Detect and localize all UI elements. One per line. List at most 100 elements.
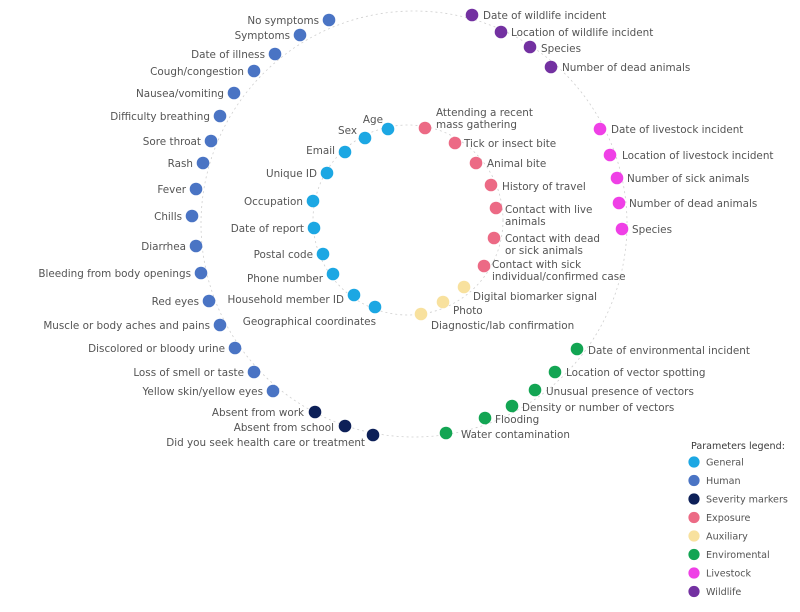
- node-label: Tick or insect bite: [463, 138, 556, 150]
- node-label: Household member ID: [227, 294, 344, 306]
- node-label: Flooding: [495, 414, 539, 426]
- node-label: Location of wildlife incident: [511, 27, 653, 39]
- legend-label-auxiliary: Auxiliary: [706, 532, 748, 543]
- node-label: Absent from work: [212, 407, 304, 419]
- node-livestock: [612, 196, 626, 210]
- node-label: Photo: [453, 305, 483, 317]
- node-exposure: [448, 136, 462, 150]
- node-label: Symptoms: [235, 30, 290, 42]
- node-label: Number of sick animals: [627, 173, 749, 185]
- node-environmental: [548, 365, 562, 379]
- node-exposure: [418, 121, 432, 135]
- legend-label-exposure: Exposure: [706, 513, 751, 524]
- node-exposure: [487, 231, 501, 245]
- legend-label-human: Human: [706, 476, 741, 487]
- node-auxiliary: [436, 295, 450, 309]
- legend-swatch-severity: [688, 493, 700, 505]
- node-severity: [366, 428, 380, 442]
- node-human: [185, 209, 199, 223]
- node-label: Location of vector spotting: [566, 367, 705, 379]
- node-label: Age: [363, 114, 383, 126]
- node-human: [322, 13, 336, 27]
- legend-label-general: General: [706, 458, 744, 469]
- node-severity: [308, 405, 322, 419]
- node-label: Date of illness: [191, 49, 265, 61]
- node-general: [320, 166, 334, 180]
- node-label: Date of wildlife incident: [483, 10, 606, 22]
- node-livestock: [610, 171, 624, 185]
- node-label: Difficulty breathing: [110, 111, 210, 123]
- node-label: Did you seek health care or treatment: [166, 437, 365, 449]
- node-livestock: [615, 222, 629, 236]
- parameters-legend: Parameters legend: GeneralHumanSeverity …: [688, 441, 788, 598]
- node-human: [293, 28, 307, 42]
- node-label: Sex: [338, 125, 357, 137]
- node-label: Loss of smell or taste: [133, 367, 244, 379]
- node-wildlife: [465, 8, 479, 22]
- node-label: Red eyes: [152, 296, 199, 308]
- node-label: Location of livestock incident: [622, 150, 773, 162]
- node-environmental: [505, 399, 519, 413]
- node-human: [213, 109, 227, 123]
- node-label: Animal bite: [487, 158, 546, 170]
- node-label: Density or number of vectors: [522, 402, 674, 414]
- node-label: Date of livestock incident: [611, 124, 743, 136]
- node-label: History of travel: [502, 181, 586, 193]
- node-label: Fever: [157, 184, 186, 196]
- node-human: [266, 384, 280, 398]
- node-general: [307, 221, 321, 235]
- node-human: [189, 182, 203, 196]
- node-label: Yellow skin/yellow eyes: [141, 386, 263, 398]
- node-livestock: [603, 148, 617, 162]
- node-human: [247, 365, 261, 379]
- inner-ring-guide: [312, 124, 504, 316]
- node-label: Chills: [154, 211, 182, 223]
- node-label: Absent from school: [234, 422, 334, 434]
- node-livestock: [593, 122, 607, 136]
- node-exposure: [469, 156, 483, 170]
- node-label: Rash: [168, 158, 193, 170]
- node-label: Date of report: [231, 223, 304, 235]
- node-label: Species: [541, 43, 581, 55]
- node-label: Discolored or bloody urine: [88, 343, 225, 355]
- legend-swatch-human: [688, 474, 700, 487]
- legend-swatch-livestock: [688, 567, 700, 579]
- node-exposure: [484, 178, 498, 192]
- node-general: [326, 267, 340, 281]
- node-label: Unique ID: [266, 168, 317, 180]
- node-label: Species: [632, 224, 672, 236]
- legend-title: Parameters legend:: [691, 441, 785, 452]
- node-label: Digital biomarker signal: [473, 291, 597, 303]
- node-environmental: [478, 411, 492, 425]
- node-environmental: [528, 383, 542, 397]
- legend-label-severity: Severity markers: [706, 495, 788, 506]
- node-label: Diarrhea: [141, 241, 186, 253]
- legend-swatch-environmental: [688, 548, 700, 561]
- node-general: [347, 288, 361, 302]
- node-human: [202, 294, 216, 308]
- node-human: [247, 64, 261, 78]
- legend-swatch-exposure: [688, 511, 700, 524]
- node-auxiliary: [457, 280, 471, 294]
- node-human: [196, 156, 210, 170]
- node-label: No symptoms: [247, 15, 319, 27]
- node-general: [368, 300, 382, 314]
- node-label: Cough/congestion: [150, 66, 244, 78]
- node-severity: [338, 419, 352, 433]
- node-exposure: [489, 201, 503, 215]
- node-general: [338, 145, 352, 159]
- node-general: [358, 131, 372, 145]
- node-label: Sore throat: [143, 136, 201, 148]
- node-label: Geographical coordinates: [243, 316, 376, 328]
- node-label: Diagnostic/lab confirmation: [431, 320, 574, 332]
- node-label: Number of dead animals: [629, 198, 757, 210]
- legend-label-environmental: Enviromental: [706, 550, 770, 561]
